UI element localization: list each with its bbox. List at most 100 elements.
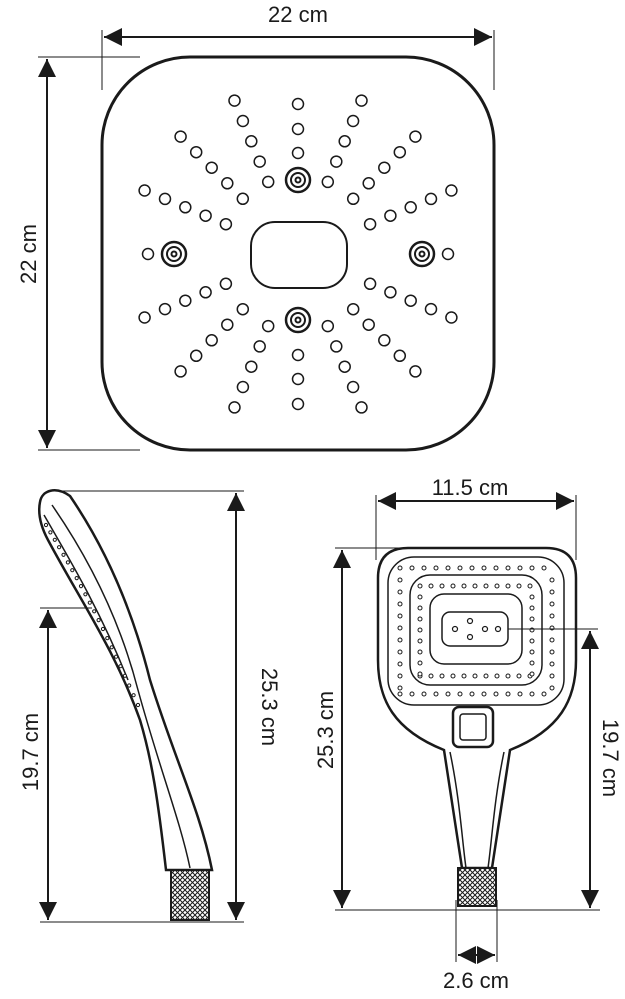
nozzle-hole: [404, 201, 417, 214]
nozzle-hole: [179, 201, 192, 214]
nozzle-hole: [236, 192, 250, 206]
side-nozzle-dot: [43, 522, 49, 528]
front-handle-height-label: 19.7 cm: [598, 719, 623, 797]
hand-shower-front-view: [376, 546, 578, 907]
front-nozzle-dot: [549, 601, 555, 607]
front-nozzle-dot: [417, 594, 423, 600]
jet-nozzle-center: [170, 250, 178, 258]
front-width-dimension: 11.5 cm: [375, 475, 577, 560]
front-nozzle-dot: [428, 583, 434, 589]
height-dimension: 22 cm: [16, 56, 140, 451]
side-nozzle-dot: [52, 537, 57, 542]
front-nozzle-dot: [483, 673, 489, 679]
front-nozzle-dot: [439, 673, 445, 679]
side-nozzle-dot: [100, 626, 106, 632]
side-connector: [170, 869, 210, 921]
nozzle-hole: [245, 135, 258, 148]
nozzle-hole: [245, 360, 258, 373]
handle-taper: [449, 751, 505, 869]
front-nozzle-dot: [505, 583, 511, 589]
front-nozzle-dot: [469, 691, 475, 697]
nozzle-hole: [228, 401, 241, 414]
side-nozzle-dot: [57, 545, 62, 550]
nozzle-hole: [346, 192, 360, 206]
side-total-height-dimension: 25.3 cm: [40, 490, 282, 923]
center-nozzle-dot: [481, 625, 489, 633]
side-nozzle-dot: [61, 552, 66, 557]
side-nozzle-dot: [96, 618, 101, 623]
front-nozzle-dot: [417, 583, 423, 589]
nozzle-hole: [346, 114, 360, 128]
front-face-outer: [387, 556, 565, 706]
nozzle-hole: [189, 145, 203, 159]
nozzle-hole: [291, 397, 305, 411]
nozzle-hole: [404, 294, 417, 307]
front-nozzle-dot: [493, 565, 499, 571]
front-nozzle-dot: [461, 583, 467, 589]
nozzle-hole: [219, 217, 233, 231]
front-nozzle-dot: [433, 691, 439, 697]
spray-mode-button-inner: [459, 713, 487, 741]
front-nozzle-dot: [397, 691, 403, 697]
front-nozzle-dot: [397, 625, 403, 631]
front-nozzle-dot: [445, 691, 451, 697]
side-nozzle-dot: [92, 609, 97, 614]
front-nozzle-dot: [529, 660, 535, 666]
nozzle-hole: [199, 209, 212, 222]
front-nozzle-dot: [461, 673, 467, 679]
nozzle-hole: [291, 97, 305, 111]
nozzle-hole: [409, 365, 422, 378]
connector-width-label: 2.6 cm: [443, 968, 509, 993]
side-nozzle-dot: [118, 664, 123, 669]
front-nozzle-dot: [549, 661, 555, 667]
side-nozzle-dot: [87, 600, 92, 605]
front-nozzle-dot: [445, 565, 451, 571]
hand-shower-side-view: [38, 489, 214, 921]
height-label: 22 cm: [16, 224, 41, 284]
front-nozzle-dot: [505, 565, 511, 571]
nozzle-hole: [158, 302, 172, 316]
nozzle-hole: [384, 209, 397, 222]
nozzle-hole: [363, 277, 377, 291]
width-label: 22 cm: [268, 2, 328, 27]
nozzle-hole: [261, 319, 275, 333]
side-nozzle-dot: [70, 568, 75, 573]
front-nozzle-dot: [421, 691, 427, 697]
front-nozzle-dot: [472, 583, 478, 589]
jet-nozzle-center: [294, 316, 302, 324]
shower-head-front-view: [100, 55, 496, 452]
front-nozzle-dot: [417, 671, 423, 677]
nozzle-hole: [321, 319, 335, 333]
front-nozzle-dot: [450, 673, 456, 679]
nozzle-hole: [253, 155, 266, 168]
front-nozzle-dot: [494, 673, 500, 679]
front-handle-height-dimension: 19.7 cm: [508, 628, 623, 908]
front-nozzle-dot: [516, 583, 522, 589]
front-nozzle-dot: [397, 589, 403, 595]
front-connector: [457, 867, 497, 907]
front-nozzle-dot: [529, 605, 535, 611]
front-nozzle-dot: [549, 637, 555, 643]
front-nozzle-dot: [493, 691, 499, 697]
front-total-height-label: 25.3 cm: [313, 691, 338, 769]
nozzle-hole: [409, 130, 422, 143]
front-nozzle-dot: [549, 673, 555, 679]
nozzle-hole: [330, 340, 343, 353]
front-nozzle-dot: [516, 673, 522, 679]
front-width-label: 11.5 cm: [432, 475, 509, 500]
front-nozzle-dot: [433, 565, 439, 571]
connector-width-dimension: 2.6 cm: [443, 900, 509, 993]
nozzle-holes: [138, 94, 458, 414]
nozzle-hole: [384, 286, 397, 299]
front-nozzle-dot: [457, 691, 463, 697]
side-nozzle-row: [43, 522, 141, 708]
nozzle-hole: [393, 145, 407, 159]
nozzle-hole: [236, 114, 250, 128]
nozzle-hole: [236, 380, 250, 394]
front-nozzle-dot: [529, 649, 535, 655]
front-nozzle-dot: [417, 638, 423, 644]
side-view-body: [38, 489, 214, 872]
front-nozzle-dot: [450, 583, 456, 589]
nozzle-hole: [221, 318, 234, 331]
